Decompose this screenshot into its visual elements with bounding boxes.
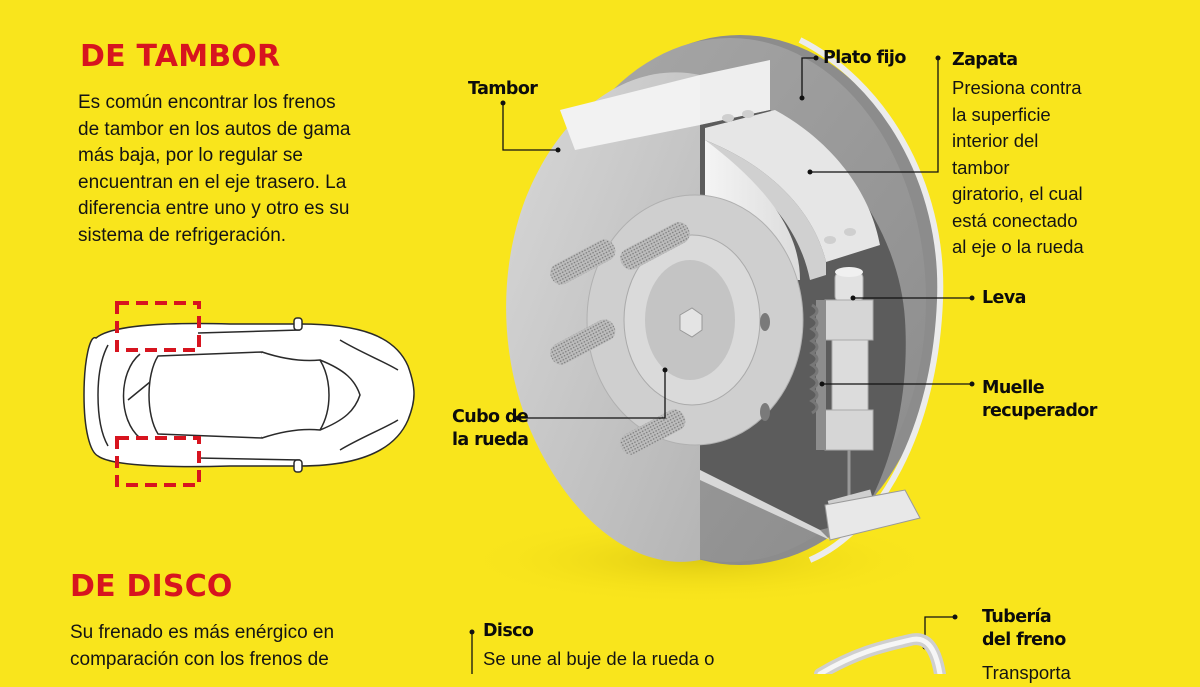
label-tambor: Tambor [468, 79, 538, 99]
muelle-part [809, 300, 826, 450]
brake-pipe-part [814, 633, 946, 674]
wheel-studs [550, 222, 690, 455]
disc-brake-title: DE DISCO [70, 569, 233, 604]
drum-brake-description: Es común encontrar los frenos de tambor … [78, 92, 351, 246]
label-leva: Leva [982, 288, 1026, 308]
disc-brake-description: Su frenado es más enérgico en comparació… [70, 622, 335, 670]
zapata-description: Presiona contra la superficie interior d… [952, 77, 1084, 257]
cubo-rueda-part [586, 194, 804, 446]
label-plato-fijo: Plato fijo [823, 48, 906, 68]
drum-brake-title: DE TAMBOR [80, 39, 281, 74]
label-muelle-recuperador: Muelle recuperador [982, 378, 1097, 421]
car-body [83, 317, 415, 473]
leva-part [824, 267, 874, 509]
disco-description: Se une al buje de la rueda o [483, 648, 715, 669]
rear-wheel-highlight [115, 301, 201, 487]
tuberia-description: Transporta [982, 662, 1071, 683]
label-zapata: Zapata [952, 50, 1018, 70]
label-cubo-rueda: Cubo de la rueda [452, 407, 529, 450]
label-tuberia-freno: Tubería del freno [982, 607, 1066, 650]
label-disco: Disco [483, 621, 534, 641]
